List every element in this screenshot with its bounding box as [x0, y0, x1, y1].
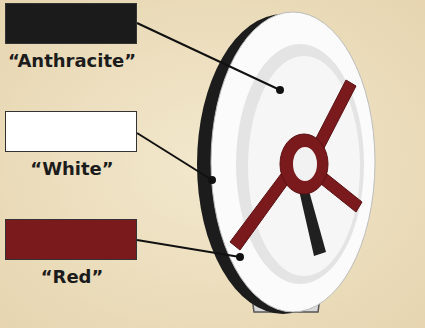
hub-spider [230, 80, 362, 250]
wheel-recess-rim [236, 44, 364, 284]
colour-name: “Anthracite” [8, 51, 136, 71]
colour-swatch [5, 111, 137, 152]
leader-lines [137, 23, 283, 260]
colour-name: “Red” [41, 267, 104, 287]
colour-name: “White” [30, 159, 113, 179]
wheel-disc [211, 12, 375, 312]
wheel-recess [248, 56, 360, 276]
hub-hole [293, 147, 317, 181]
colour-swatch [5, 219, 137, 260]
colour-swatch [5, 3, 137, 44]
